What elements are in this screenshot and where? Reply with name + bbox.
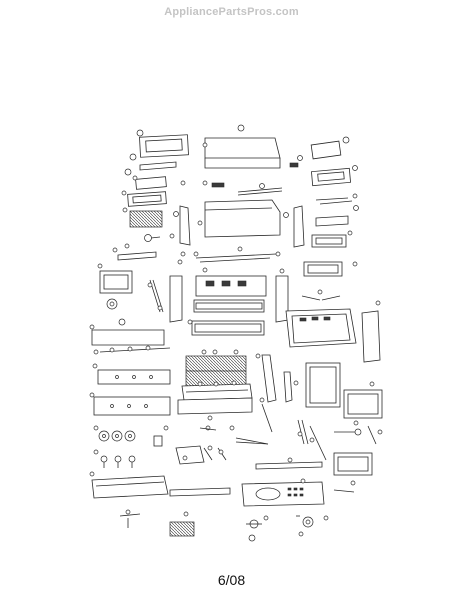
burner-knobs [106,298,163,326]
heat-shield-tray [187,319,265,336]
leg-bracket-left [297,419,309,445]
handle-assembly [180,180,283,196]
caster-wheel-right [296,515,329,537]
caster-fittings-row [93,449,136,468]
main-firebox [285,308,357,348]
cross-rail [193,246,281,263]
front-panel-lower [92,363,171,385]
bracket-pair-right [315,193,358,205]
right-drawer-front [311,230,353,248]
left-tray [124,168,167,190]
flame-tamer-tray [177,397,253,415]
bracket-clips [203,445,227,461]
right-side-panel [283,205,305,248]
bottom-shelf-left [89,471,169,499]
rear-bar [112,243,157,261]
small-tool [333,480,356,493]
side-burner-box [343,381,383,419]
left-bracket-bar [129,153,177,171]
hardware-bits [119,509,141,528]
igniter-knob [144,234,161,242]
lid-front-panel [204,199,281,238]
warming-rack-window [136,129,189,158]
left-firebox-wall [169,275,183,323]
control-panel-vents [195,267,267,297]
small-fittings [169,220,203,265]
tool-hook [259,397,273,433]
bottom-cross-bar [169,487,231,497]
leg-bracket-right [309,425,383,461]
charcoal-tray [169,511,195,537]
site-watermark: AppliancePartsPros.com [164,6,299,18]
page-number: 6/08 [217,572,246,588]
left-side-panel [173,205,191,246]
control-housing-right [311,165,358,187]
left-door-panel [97,263,133,294]
valve-manifold [93,345,171,355]
bottom-rail [255,457,323,470]
igniter-module [153,425,169,447]
drip-pan-small [175,445,205,465]
side-burner-grate [333,452,373,476]
caster-wheel-left [246,515,269,542]
heat-plate-left [122,207,163,228]
cabinet-door [305,362,341,408]
control-knobs-row [93,425,136,442]
grease-tray-left [121,190,167,207]
right-shelf-panel [315,205,359,227]
tongs [229,425,269,445]
right-door-panel [303,261,358,277]
side-shelf-top [310,136,350,160]
rod-assembly [334,420,362,436]
lid-top-panel [202,124,281,169]
small-fasteners [199,415,217,431]
hinge-pins [301,289,341,301]
cabinet-side [283,371,299,403]
drip-tray [193,299,265,313]
base-panel [89,392,171,416]
side-burner-top [241,478,325,507]
rear-panel-upright [255,353,277,403]
right-end-panel [361,300,381,363]
small-bracket-top [289,155,303,168]
cooking-grates [185,349,247,387]
left-side-panel-lower [89,324,165,346]
